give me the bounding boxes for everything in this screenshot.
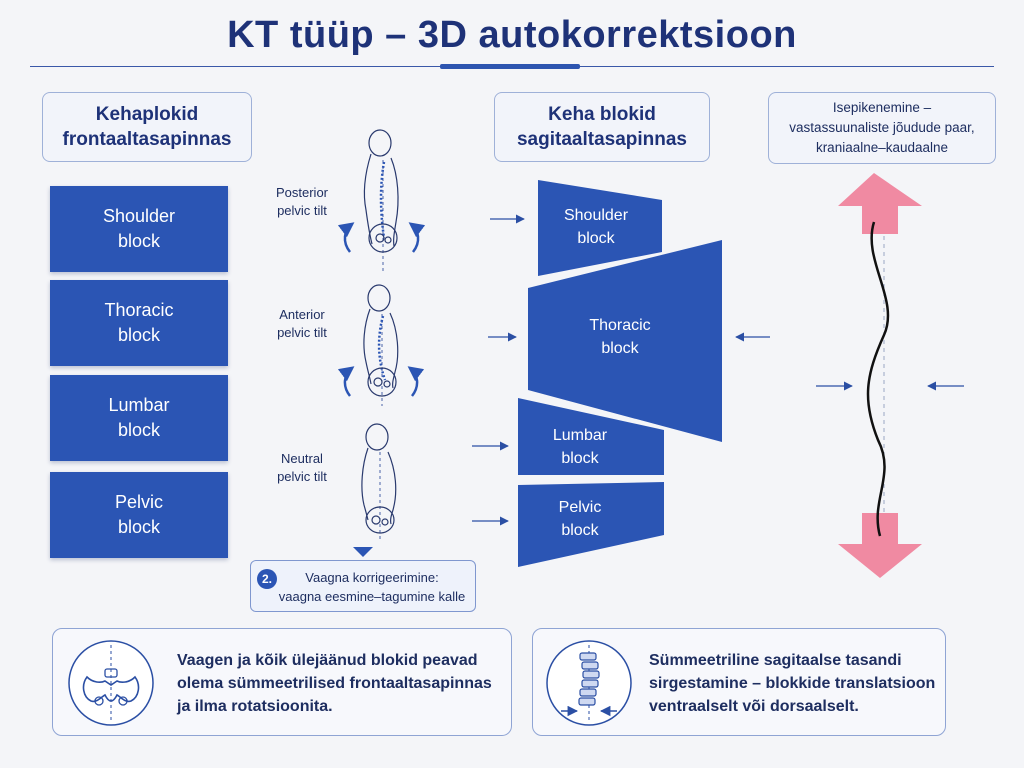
neutral-tilt-figure [361,423,397,540]
pelvis-icon [68,640,154,726]
rotation-arrow-icon [337,366,355,397]
sagittal-thoracic-line1: Thoracic [589,317,651,334]
anterior-tilt-line1: Anterior [279,307,325,322]
sagittal-straightening-line1: Sümmeetriline sagitaalse tasandi [649,652,902,669]
frontal-header-line1: Kehaplokid [95,104,199,125]
sagittal-shoulder-block [538,180,662,276]
posterior-tilt-line1: Posterior [275,185,329,200]
rotation-arrow-icon [337,222,355,253]
title-accent-bar [440,64,580,69]
spine-curve [866,221,890,537]
page-title: KT tüüp – 3D autokorrektsioon [227,14,797,56]
frontal-symmetry-text: Vaagen ja kõik ülejäänud blokid peavad ol… [177,649,507,718]
cranial-force-arrow-icon [838,173,922,234]
spine-translation-icon [546,640,632,726]
sagittal-header-line2: sagitaaltasapinnas [516,129,688,150]
frontal-symmetry-line2: olema sümmeetrilised frontaaltasapinnas [177,675,492,692]
sagittal-pelvic-label: Pelvic block [540,496,620,542]
neutral-tilt-line1: Neutral [281,451,323,466]
sagittal-pelvic-block [518,482,664,567]
sagittal-shoulder-line2: block [577,230,615,247]
sagittal-lumbar-line2: block [561,450,599,467]
frontal-symmetry-line3: ja ilma rotatsioonita. [177,698,333,715]
step-number-badge: 2. [257,569,277,589]
sagittal-plane-header: Keha blokid sagitaaltasapinnas [494,92,710,162]
pelvic-correction-callout: 2. Vaagna korrigeerimine: vaagna eesmine–… [250,560,476,612]
posterior-tilt-figure [363,129,399,272]
down-triangle-icon [353,547,373,557]
frontal-shoulder-block: Shoulder block [50,186,228,272]
sagittal-lumbar-label: Lumbar block [540,424,620,470]
elongation-line1: Isepikenemine – [832,100,932,115]
sagittal-lumbar-block [518,398,664,475]
neutral-tilt-line2: pelvic tilt [277,469,327,484]
frontal-plane-header: Kehaplokid frontaaltasapinnas [42,92,252,162]
elongation-line3: kraniaalne–kaudaalne [815,140,949,155]
sagittal-pelvic-line2: block [561,522,599,539]
sagittal-header-line1: Keha blokid [548,104,656,125]
frontal-symmetry-line1: Vaagen ja kõik ülejäänud blokid peavad [177,652,478,669]
caudal-force-arrow-icon [838,513,922,578]
sagittal-shoulder-line1: Shoulder [563,207,629,224]
callout-line1: Vaagna korrigeerimine: [305,570,439,585]
sagittal-straightening-card: Sümmeetriline sagitaalse tasandi sirgesta… [532,628,946,736]
neutral-tilt-label: Neutral pelvic tilt [262,450,342,486]
posterior-tilt-label: Posterior pelvic tilt [262,184,342,220]
anterior-tilt-label: Anterior pelvic tilt [262,306,342,342]
frontal-lumbar-line1: Lumbar [108,395,170,415]
frontal-lumbar-block: Lumbar block [50,375,228,461]
frontal-pelvic-line2: block [117,517,160,537]
anterior-tilt-line2: pelvic tilt [277,325,327,340]
anterior-tilt-figure [363,284,399,406]
sagittal-thoracic-line2: block [601,340,639,357]
sagittal-thoracic-label: Thoracic block [580,314,660,360]
frontal-thoracic-line1: Thoracic [104,300,174,320]
frontal-header-line2: frontaaltasapinnas [62,129,232,150]
callout-text: Vaagna korrigeerimine: vaagna eesmine–tag… [269,568,475,606]
frontal-lumbar-line2: block [117,420,161,440]
sagittal-pelvic-line1: Pelvic [558,499,602,516]
sagittal-straightening-line2: sirgestamine – blokkide translatsioon [649,675,936,692]
frontal-thoracic-block: Thoracic block [50,280,228,366]
frontal-shoulder-line2: block [117,231,161,251]
elongation-line2: vastassuunaliste jõudude paar, [789,120,975,135]
sagittal-shoulder-label: Shoulder block [556,204,636,250]
callout-line2: vaagna eesmine–tagumine kalle [278,589,466,604]
frontal-thoracic-line2: block [117,325,161,345]
sagittal-lumbar-line1: Lumbar [552,427,608,444]
posterior-tilt-line2: pelvic tilt [277,203,327,218]
sagittal-straightening-line3: ventraalselt või dorsaalselt. [649,698,859,715]
frontal-symmetry-card: Vaagen ja kõik ülejäänud blokid peavad ol… [52,628,512,736]
frontal-pelvic-block: Pelvic block [50,472,228,558]
rotation-arrow-icon [408,222,426,253]
sagittal-thoracic-block [528,240,722,442]
rotation-arrow-icon [407,366,425,397]
elongation-header: Isepikenemine – vastassuunaliste jõudude … [768,92,996,164]
frontal-shoulder-line1: Shoulder [102,206,176,226]
sagittal-straightening-text: Sümmeetriline sagitaalse tasandi sirgesta… [649,649,939,718]
frontal-pelvic-line1: Pelvic [114,492,163,512]
